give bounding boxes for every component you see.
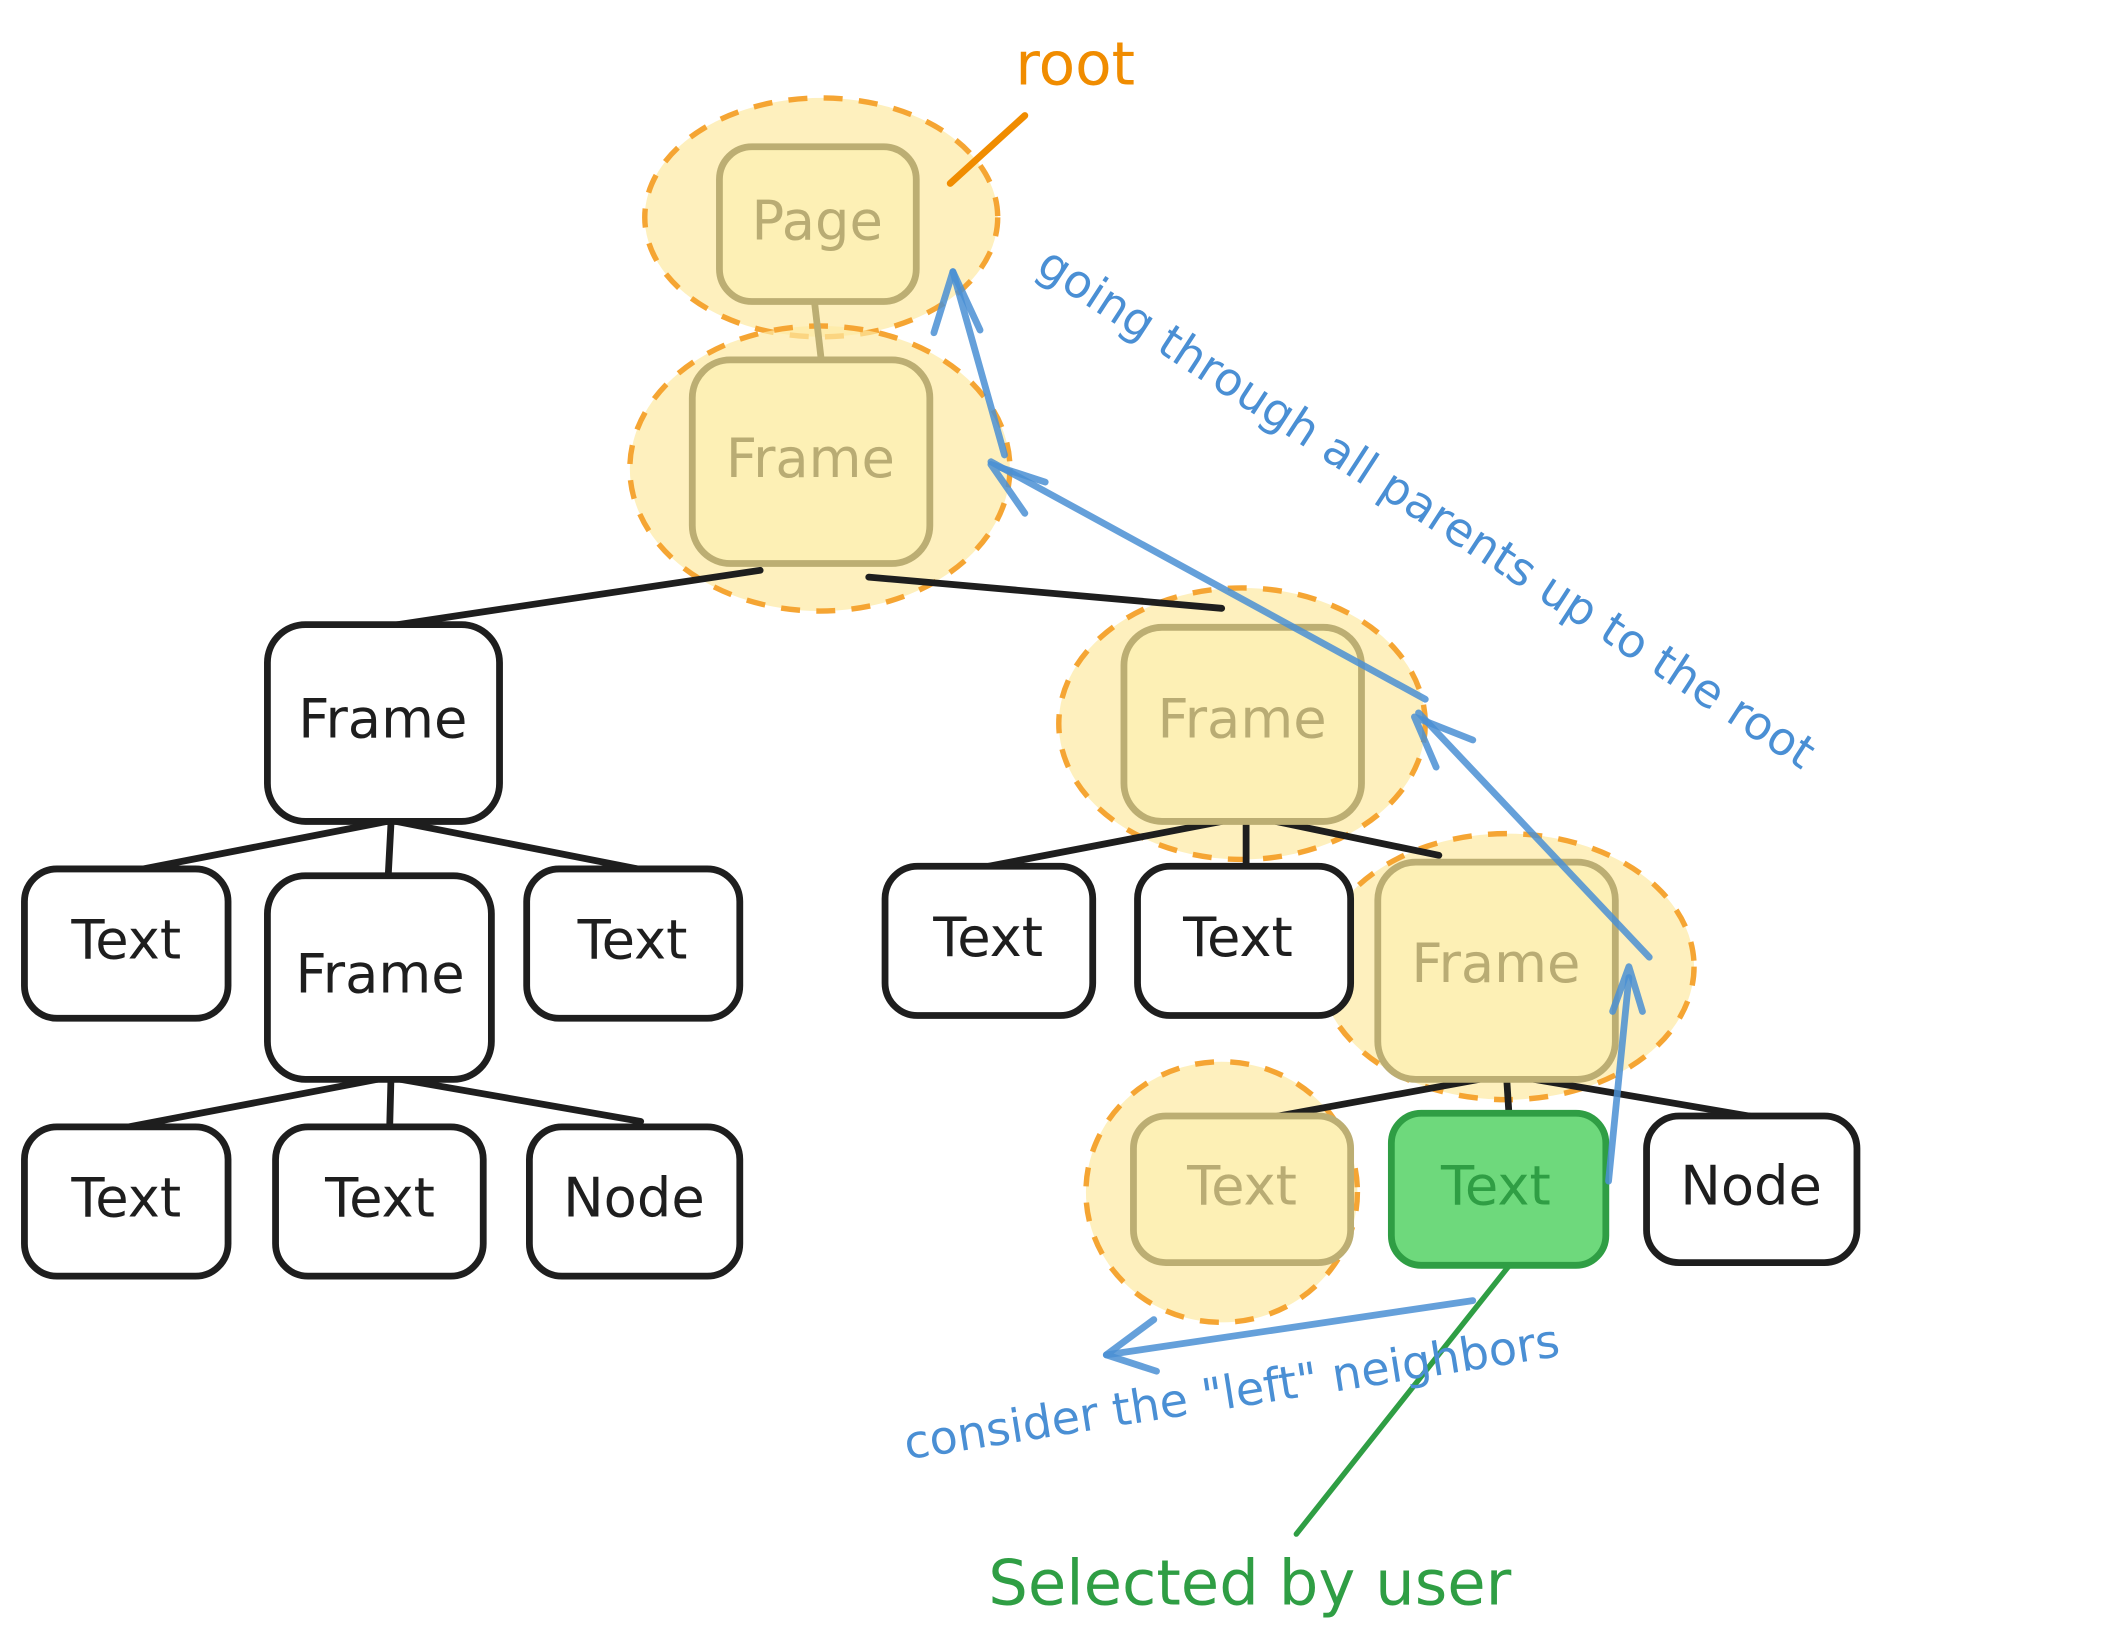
node-text-l5[interactable]: Text bbox=[272, 1123, 487, 1280]
node-page[interactable]: Page bbox=[716, 143, 920, 305]
node-label: Text bbox=[1186, 1154, 1297, 1217]
selected-annotation: Selected by user bbox=[988, 1547, 1511, 1620]
node-label: Frame bbox=[1411, 932, 1580, 995]
node-label: Text bbox=[1440, 1154, 1551, 1217]
node-label: Frame bbox=[298, 687, 467, 750]
left-neighbor-arrow bbox=[1102, 1297, 1477, 1375]
node-text-selected[interactable]: Text bbox=[1387, 1109, 1610, 1269]
node-text-l4[interactable]: Text bbox=[21, 1123, 232, 1280]
node-label: Text bbox=[577, 909, 688, 972]
node-label: Frame bbox=[1157, 687, 1326, 750]
node-label: Frame bbox=[296, 943, 465, 1006]
root-annotation: root bbox=[1015, 30, 1135, 99]
node-frame-r3[interactable]: Frame bbox=[1374, 858, 1619, 1083]
node-frame-right[interactable]: Frame bbox=[1120, 623, 1365, 825]
node-label: Text bbox=[324, 1167, 435, 1230]
node-label: Page bbox=[751, 189, 882, 252]
node-label: Node bbox=[1680, 1154, 1822, 1217]
node-text-l1[interactable]: Text bbox=[21, 865, 232, 1022]
selected-pointer bbox=[1293, 1262, 1513, 1537]
node-frame-l2[interactable]: Frame bbox=[264, 872, 495, 1083]
node-text-r2[interactable]: Text bbox=[1134, 862, 1355, 1019]
edges bbox=[125, 301, 1769, 1135]
node-label: Text bbox=[932, 906, 1043, 969]
node-node-r6[interactable]: Node bbox=[1643, 1112, 1861, 1266]
node-text-r4[interactable]: Text bbox=[1130, 1112, 1355, 1266]
node-frame-root[interactable]: Frame bbox=[688, 356, 934, 567]
root-pointer bbox=[946, 112, 1029, 187]
node-text-l3[interactable]: Text bbox=[523, 865, 744, 1022]
node-label: Text bbox=[70, 909, 181, 972]
node-text-r1[interactable]: Text bbox=[881, 862, 1097, 1019]
node-label: Text bbox=[1182, 906, 1293, 969]
node-node-l6[interactable]: Node bbox=[526, 1123, 744, 1280]
node-frame-left[interactable]: Frame bbox=[264, 621, 503, 825]
node-label: Node bbox=[563, 1167, 705, 1230]
node-label: Text bbox=[70, 1167, 181, 1230]
node-label: Frame bbox=[726, 427, 895, 490]
parent-path-arrows bbox=[930, 268, 1653, 1185]
